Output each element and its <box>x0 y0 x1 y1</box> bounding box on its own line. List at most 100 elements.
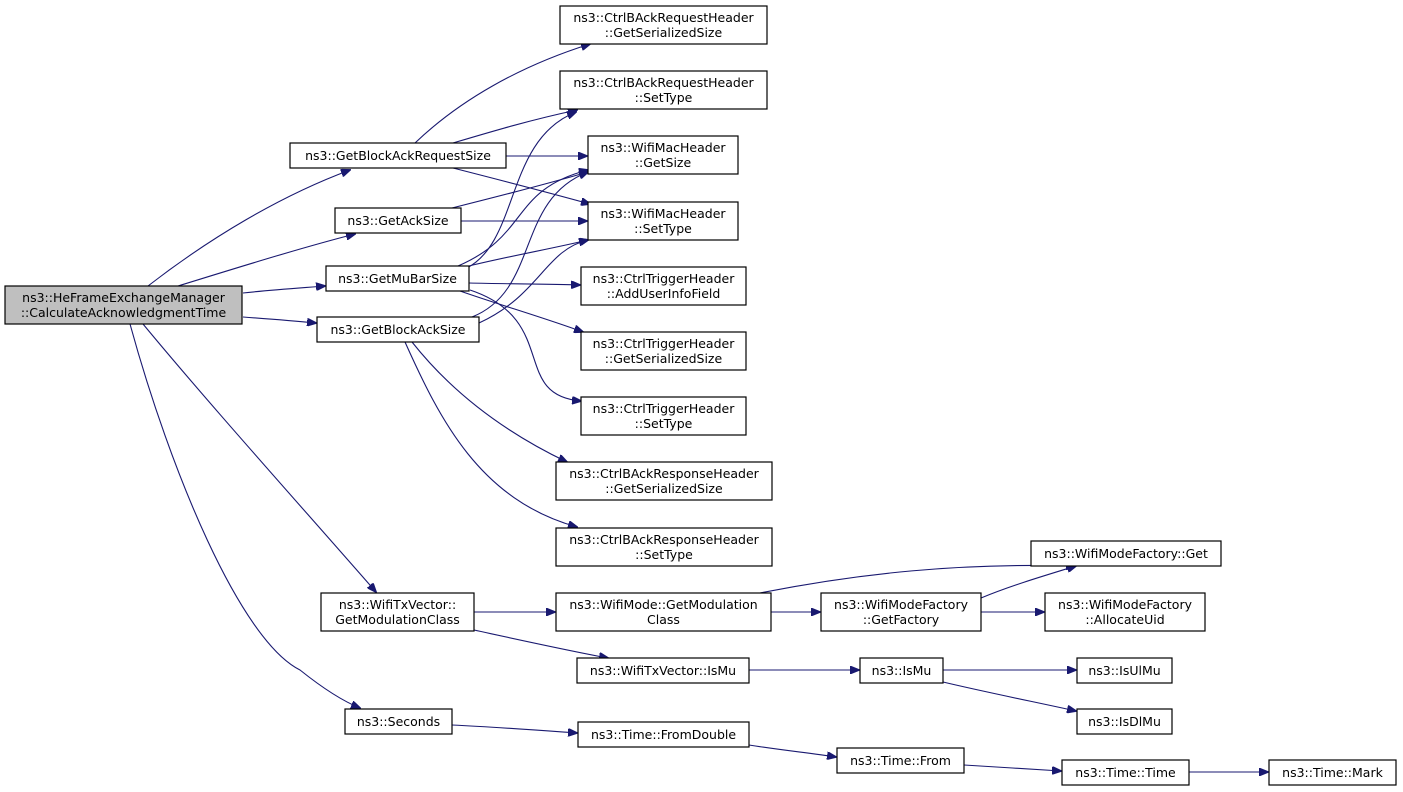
edge-getBlockAckRequestSize-to-barSetType <box>452 110 577 144</box>
node-label-line: ns3::WifiMacHeader <box>600 140 726 155</box>
edge-getMuBarSize-to-trigGetSerializedSize <box>459 290 583 332</box>
node-modeGetModClass[interactable]: ns3::WifiMode::GetModulationClass <box>555 592 772 632</box>
node-label-line: ::SetType <box>635 547 693 562</box>
node-label-line: ns3::WifiMode::GetModulation <box>569 597 757 612</box>
node-label-line: ns3::IsDlMu <box>1088 714 1161 729</box>
node-trigGetSerializedSize[interactable]: ns3::CtrlTriggerHeader::GetSerializedSiz… <box>580 331 747 371</box>
node-box <box>316 316 480 343</box>
node-barSetType[interactable]: ns3::CtrlBAckRequestHeader::SetType <box>559 70 768 110</box>
node-label-line: ns3::Seconds <box>357 714 440 729</box>
node-baSetType[interactable]: ns3::CtrlBAckResponseHeader::SetType <box>555 527 773 567</box>
node-label-line: ns3::Time::Mark <box>1282 765 1383 780</box>
node-getBlockAckRequestSize[interactable]: ns3::GetBlockAckRequestSize <box>289 142 507 169</box>
node-box <box>555 592 772 632</box>
node-getAckSize[interactable]: ns3::GetAckSize <box>334 207 462 234</box>
node-label-line: ns3::IsMu <box>872 663 932 678</box>
node-label-line: ns3::WifiModeFactory::Get <box>1044 546 1208 561</box>
node-label-line: ::SetType <box>635 416 693 431</box>
node-box <box>1076 708 1173 735</box>
node-barGetSerializedSize[interactable]: ns3::CtrlBAckRequestHeader::GetSerialize… <box>559 5 768 45</box>
node-box <box>320 592 475 632</box>
node-factoryGet[interactable]: ns3::WifiModeFactory::Get <box>1030 540 1222 567</box>
node-label-line: ns3::GetAckSize <box>347 213 448 228</box>
node-label-line: ns3::HeFrameExchangeManager <box>22 290 226 305</box>
node-txIsMu[interactable]: ns3::WifiTxVector::IsMu <box>576 657 750 684</box>
node-box <box>859 657 944 684</box>
node-getBlockAckSize[interactable]: ns3::GetBlockAckSize <box>316 316 480 343</box>
node-label-line: ns3::GetBlockAckSize <box>331 322 466 337</box>
node-isDlMu[interactable]: ns3::IsDlMu <box>1076 708 1173 735</box>
node-box <box>587 135 739 175</box>
node-label-line: ns3::CtrlBAckRequestHeader <box>573 10 754 25</box>
node-label-line: ::GetFactory <box>863 612 940 627</box>
edge-txGetModClass-to-txIsMu <box>473 629 608 658</box>
nodes-layer: ns3::HeFrameExchangeManager::CalculateAc… <box>4 5 1397 786</box>
node-timeTime[interactable]: ns3::Time::Time <box>1061 759 1190 786</box>
node-label-line: ns3::GetBlockAckRequestSize <box>305 148 491 163</box>
node-label-line: ::GetSerializedSize <box>605 481 723 496</box>
node-label-line: ns3::CtrlBAckRequestHeader <box>573 75 754 90</box>
node-box <box>555 527 773 567</box>
node-label-line: ::SetType <box>635 90 693 105</box>
node-label-line: ns3::GetMuBarSize <box>338 271 457 286</box>
edge-getMuBarSize-to-macSetType <box>468 240 588 267</box>
node-label-line: ns3::WifiMacHeader <box>600 206 726 221</box>
edge-seconds-to-timeFromDouble <box>451 724 577 733</box>
node-label-line: ns3::CtrlTriggerHeader <box>593 271 736 286</box>
edge-getBlockAckSize-to-baSetType <box>404 341 577 527</box>
node-baGetSerializedSize[interactable]: ns3::CtrlBAckResponseHeader::GetSerializ… <box>555 461 773 501</box>
node-getMuBarSize[interactable]: ns3::GetMuBarSize <box>325 265 470 292</box>
node-timeFromDouble[interactable]: ns3::Time::FromDouble <box>577 721 750 748</box>
node-box <box>555 461 773 501</box>
edge-getBlockAckSize-to-macSetType <box>478 240 588 324</box>
node-macSetType[interactable]: ns3::WifiMacHeader::SetType <box>587 201 739 241</box>
node-label-line: ns3::Time::Time <box>1075 765 1176 780</box>
node-macGetSize[interactable]: ns3::WifiMacHeader::GetSize <box>587 135 739 175</box>
node-box <box>820 592 982 632</box>
node-factoryAllocateUid[interactable]: ns3::WifiModeFactory::AllocateUid <box>1044 592 1206 632</box>
node-timeMark[interactable]: ns3::Time::Mark <box>1268 759 1397 786</box>
node-label-line: ns3::CtrlTriggerHeader <box>593 336 736 351</box>
edge-root-to-seconds <box>129 323 360 708</box>
node-box <box>587 201 739 241</box>
node-label-line: ns3::CtrlBAckResponseHeader <box>569 532 759 547</box>
node-isMu[interactable]: ns3::IsMu <box>859 657 944 684</box>
edge-getBlockAckSize-to-baGetSerializedSize <box>411 341 567 462</box>
node-label-line: ns3::WifiModeFactory <box>1058 597 1193 612</box>
node-label-line: ns3::IsUlMu <box>1088 663 1160 678</box>
node-label-line: ::GetSerializedSize <box>605 25 723 40</box>
edge-getAckSize-to-macGetSize <box>451 172 588 209</box>
node-box <box>580 396 747 436</box>
node-timeFrom[interactable]: ns3::Time::From <box>836 747 965 774</box>
node-trigAddUserInfo[interactable]: ns3::CtrlTriggerHeader::AddUserInfoField <box>580 266 747 306</box>
node-label-line: ns3::Time::FromDouble <box>591 727 736 742</box>
node-box <box>1030 540 1222 567</box>
node-seconds[interactable]: ns3::Seconds <box>344 708 453 735</box>
node-box <box>576 657 750 684</box>
edge-timeFromDouble-to-timeFrom <box>748 744 836 757</box>
node-label-line: ns3::WifiTxVector::IsMu <box>590 663 736 678</box>
edge-getMuBarSize-to-macGetSize <box>457 170 588 267</box>
edge-getBlockAckRequestSize-to-macSetType <box>452 167 590 204</box>
node-label-line: ns3::Time::From <box>850 753 951 768</box>
node-label-line: Class <box>647 612 680 627</box>
edge-isMu-to-isDlMu <box>942 681 1076 711</box>
node-box <box>1044 592 1206 632</box>
edge-getMuBarSize-to-trigSetType <box>469 289 581 401</box>
edge-getBlockAckSize-to-macGetSize <box>471 172 588 318</box>
node-root[interactable]: ns3::HeFrameExchangeManager::CalculateAc… <box>4 285 243 325</box>
node-trigSetType[interactable]: ns3::CtrlTriggerHeader::SetType <box>580 396 747 436</box>
edge-root-to-txGetModClass <box>142 323 376 592</box>
node-box <box>325 265 470 292</box>
node-box <box>1061 759 1190 786</box>
edge-root-to-getBlockAckRequestSize <box>147 170 350 287</box>
edge-root-to-getBlockAckSize <box>242 316 316 323</box>
node-box <box>334 207 462 234</box>
node-txGetModClass[interactable]: ns3::WifiTxVector::GetModulationClass <box>320 592 475 632</box>
edge-modeGetModClass-to-factoryGet <box>759 565 1075 594</box>
node-isUlMu[interactable]: ns3::IsUlMu <box>1076 657 1173 684</box>
node-factoryGetFactory[interactable]: ns3::WifiModeFactory::GetFactory <box>820 592 982 632</box>
node-label-line: ns3::CtrlTriggerHeader <box>593 401 736 416</box>
node-label-line: ::AllocateUid <box>1085 612 1164 627</box>
node-label-line: ns3::CtrlBAckResponseHeader <box>569 466 759 481</box>
